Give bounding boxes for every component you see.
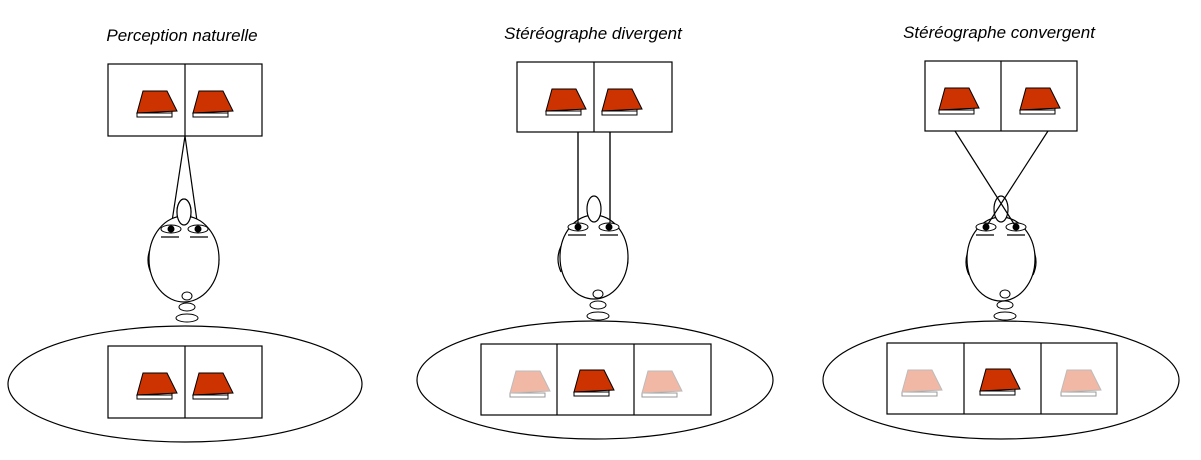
panel-title-divergent: Stéréographe divergent	[504, 24, 683, 43]
panel-title-natural: Perception naturelle	[106, 26, 257, 45]
head-top-view	[966, 196, 1036, 301]
panel-title-convergent: Stéréographe convergent	[903, 23, 1096, 42]
panel-natural: Perception naturelle	[8, 26, 362, 442]
image-pair-top	[108, 64, 262, 136]
head-top-view	[558, 132, 628, 299]
image-pair-top	[925, 61, 1077, 131]
thought-bubble	[8, 326, 362, 442]
head-top-view	[148, 199, 219, 302]
image-pair-top	[517, 62, 672, 132]
panel-divergent: Stéréographe divergent	[417, 24, 773, 439]
thought-bubble	[417, 321, 773, 439]
panel-convergent: Stéréographe convergent	[823, 23, 1179, 439]
thought-bubble	[823, 321, 1179, 439]
